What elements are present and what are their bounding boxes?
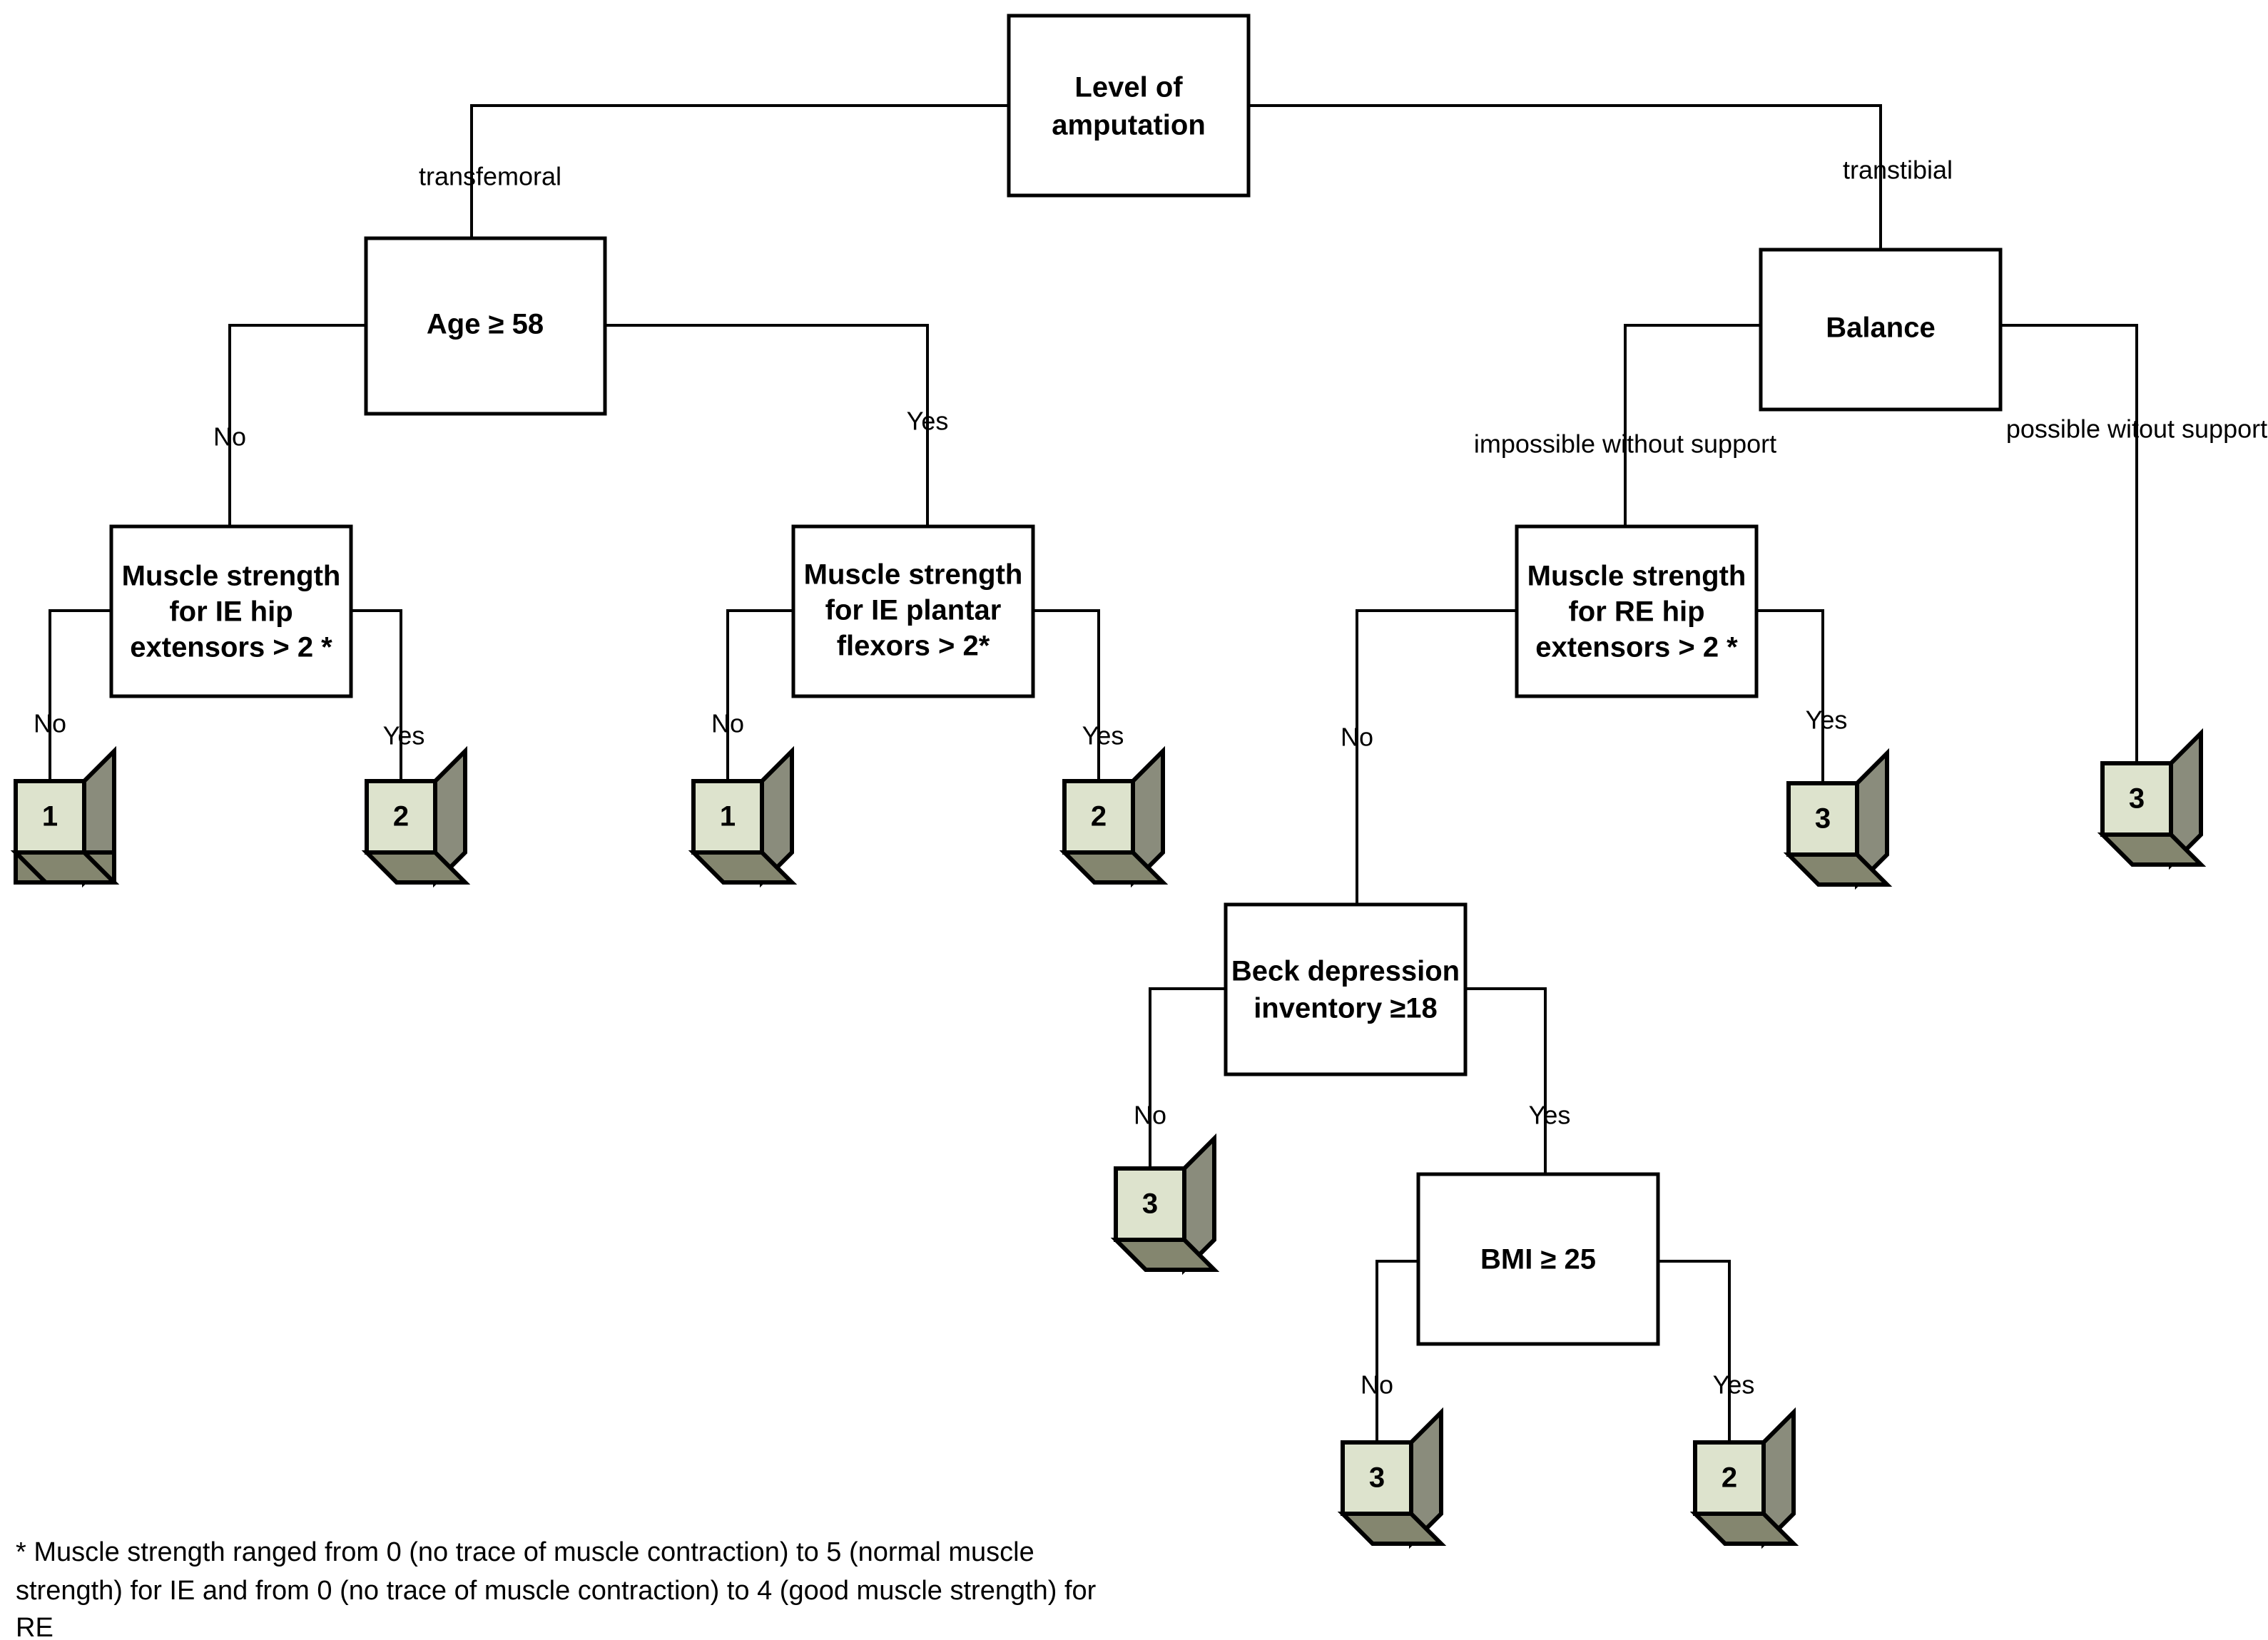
edge-age-yes (605, 324, 929, 526)
footnote-line-2: strength) for IE and from 0 (no trace of… (16, 1576, 1097, 1606)
node-ms-ie-plantar-line1: Muscle strength (804, 559, 1023, 591)
edge-label-beck-no: No (1134, 1101, 1166, 1130)
node-box-age[interactable] (364, 236, 607, 416)
leaf-value: 2 (393, 801, 409, 832)
edge-rehip-no (1356, 609, 1517, 905)
edge-label-root-left: transfemoral (419, 162, 561, 191)
footnote: * Muscle strength ranged from 0 (no trac… (16, 1537, 1097, 1640)
cube-front-face[interactable] (2100, 761, 2173, 837)
edge-label-age-yes: Yes (907, 407, 949, 436)
leaf-value: 3 (2129, 783, 2145, 815)
leaf-node-beck-no[interactable]: 3 (1110, 1133, 1220, 1275)
edge-balance-impossible (1624, 324, 1761, 526)
edge-beck-yes (1465, 987, 1547, 1174)
edge-label-iehip-no: No (34, 709, 66, 738)
edge-label-ieplantar-no: No (711, 709, 744, 738)
node-age[interactable]: Age ≥ 58 (364, 236, 607, 416)
edge-bmi-yes (1658, 1260, 1731, 1442)
node-beck-depression-inventory[interactable]: Beck depression inventory ≥18 (1224, 902, 1468, 1076)
node-ms-ie-hip-line2: for IE hip (169, 596, 293, 628)
edge-label-iehip-yes: Yes (383, 721, 425, 750)
leaf-value: 2 (1722, 1462, 1737, 1494)
node-balance-label: Balance (1826, 312, 1935, 344)
leaf-value: 1 (42, 801, 58, 832)
edge-label-ieplantar-yes: Yes (1082, 721, 1124, 750)
edge-group (49, 104, 2138, 1442)
cube-front-face[interactable] (1693, 1440, 1766, 1516)
cube-front-face[interactable] (14, 779, 86, 855)
edge-root-to-age (470, 104, 1009, 238)
leaf-node-re-hip-yes[interactable]: 3 (1783, 748, 1893, 890)
node-ms-ie-plantar-line3: flexors > 2* (837, 631, 990, 662)
leaf-value: 3 (1142, 1188, 1158, 1220)
node-box-bmi[interactable] (1416, 1172, 1660, 1346)
node-ms-ie-hip-line1: Muscle strength (122, 561, 341, 592)
edge-balance-possible (2000, 324, 2138, 763)
node-beck-line2: inventory ≥18 (1253, 993, 1438, 1024)
leaf-value: 2 (1091, 801, 1107, 832)
cube-front-face[interactable] (365, 779, 437, 855)
leaf-node-balance-possible[interactable]: 3 (2097, 728, 2207, 870)
edge-label-bmi-yes: Yes (1713, 1370, 1755, 1400)
footnote-line-3: RE (16, 1613, 54, 1640)
leaf-node-ie-plantar-yes[interactable]: 2 (1059, 745, 1169, 888)
cube-front-face[interactable] (1341, 1440, 1413, 1516)
cube-front-face[interactable] (1062, 779, 1135, 855)
leaf-node-bmi-yes[interactable]: 2 (1689, 1407, 1799, 1549)
edge-label-beck-yes: Yes (1529, 1101, 1571, 1130)
node-box-balance[interactable] (1759, 248, 2003, 412)
edge-label-rehip-yes: Yes (1806, 706, 1848, 735)
edge-label-rehip-no: No (1341, 723, 1373, 752)
node-level-of-amputation[interactable]: Level of amputation (1007, 14, 1251, 198)
node-box-ms-ie-hip[interactable] (109, 524, 353, 698)
cube-front-face[interactable] (1786, 781, 1859, 857)
node-root-label-line1: Level of (1074, 72, 1183, 103)
node-box-beck[interactable] (1224, 902, 1468, 1076)
leaf-value: 1 (720, 801, 736, 832)
edge-rehip-yes (1756, 609, 1824, 783)
node-beck-line1: Beck depression (1231, 956, 1460, 987)
edge-age-no (228, 324, 366, 526)
edge-bmi-no (1375, 1260, 1418, 1442)
node-balance[interactable]: Balance (1759, 248, 2003, 412)
node-root-label-line2: amputation (1052, 110, 1206, 141)
edge-iehip-no (49, 609, 111, 781)
edge-label-age-no: No (213, 422, 246, 452)
edge-label-balance-left: impossible without support (1474, 429, 1776, 459)
node-bmi[interactable]: BMI ≥ 25 (1416, 1172, 1660, 1346)
node-bmi-label: BMI ≥ 25 (1480, 1244, 1596, 1275)
node-box-ms-ie-plantar[interactable] (791, 524, 1035, 698)
edge-beck-no (1149, 987, 1226, 1168)
node-muscle-strength-ie-hip[interactable]: Muscle strength for IE hip extensors > 2… (109, 524, 353, 698)
edge-label-group: transfemoral transtibial No Yes No Yes N… (34, 156, 2267, 1400)
edge-root-to-balance (1249, 104, 1882, 250)
edge-label-root-right: transtibial (1843, 156, 1953, 185)
node-ms-ie-hip-line3: extensors > 2 * (130, 632, 332, 663)
node-muscle-strength-ie-plantar[interactable]: Muscle strength for IE plantar flexors >… (791, 524, 1035, 698)
edge-ieplantar-yes (1033, 609, 1100, 781)
leaf-value: 3 (1369, 1462, 1385, 1494)
node-box-root[interactable] (1007, 14, 1251, 198)
node-ms-re-hip-line2: for RE hip (1568, 596, 1704, 628)
leaf-node-ie-plantar-no[interactable]: 1 (688, 745, 798, 888)
leaf-node-bmi-no[interactable]: 3 (1337, 1407, 1447, 1549)
cube-front-face[interactable] (1114, 1166, 1186, 1242)
node-muscle-strength-re-hip[interactable]: Muscle strength for RE hip extensors > 2… (1515, 524, 1759, 698)
node-ms-ie-plantar-line2: for IE plantar (825, 595, 1002, 626)
edge-ieplantar-no (726, 609, 793, 781)
leaf-node-ie-hip-yes[interactable]: 2 (361, 745, 471, 888)
leaf-value: 3 (1815, 803, 1831, 835)
edge-label-bmi-no: No (1361, 1370, 1393, 1400)
node-ms-re-hip-line3: extensors > 2 * (1535, 632, 1738, 663)
node-ms-re-hip-line1: Muscle strength (1527, 561, 1746, 592)
node-age-label: Age ≥ 58 (427, 309, 544, 340)
cube-front-face[interactable] (691, 779, 764, 855)
edge-iehip-yes (351, 609, 402, 781)
footnote-line-1: * Muscle strength ranged from 0 (no trac… (16, 1537, 1034, 1567)
leaf-node-ie-hip-no[interactable]: 1 (10, 745, 120, 888)
node-box-ms-re-hip[interactable] (1515, 524, 1759, 698)
edge-label-balance-right: possible witout support (2006, 414, 2267, 444)
